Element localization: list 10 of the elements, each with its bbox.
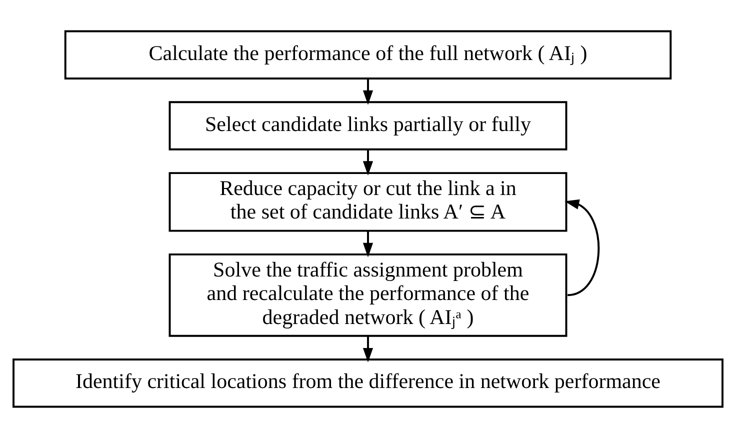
arrow bbox=[362, 78, 374, 104]
node-box: Calculate the performance of the full network ( AIⱼ ) bbox=[64, 30, 672, 79]
node-box: Reduce capacity or cut the link a in the set of candidate links A′ ⊆ A bbox=[168, 172, 568, 232]
node-box: Identify critical locations from the difference in network performance bbox=[12, 358, 724, 408]
arrow bbox=[362, 149, 374, 176]
arrow bbox=[362, 230, 374, 257]
node-box: Select candidate links partially or fully bbox=[168, 100, 568, 150]
node-box: Solve the traffic assignment problem and recalculate the performance of the degraded network ( AIⱼᵃ ) bbox=[168, 252, 568, 336]
arrow bbox=[362, 336, 374, 362]
arrow bbox=[564, 198, 600, 296]
